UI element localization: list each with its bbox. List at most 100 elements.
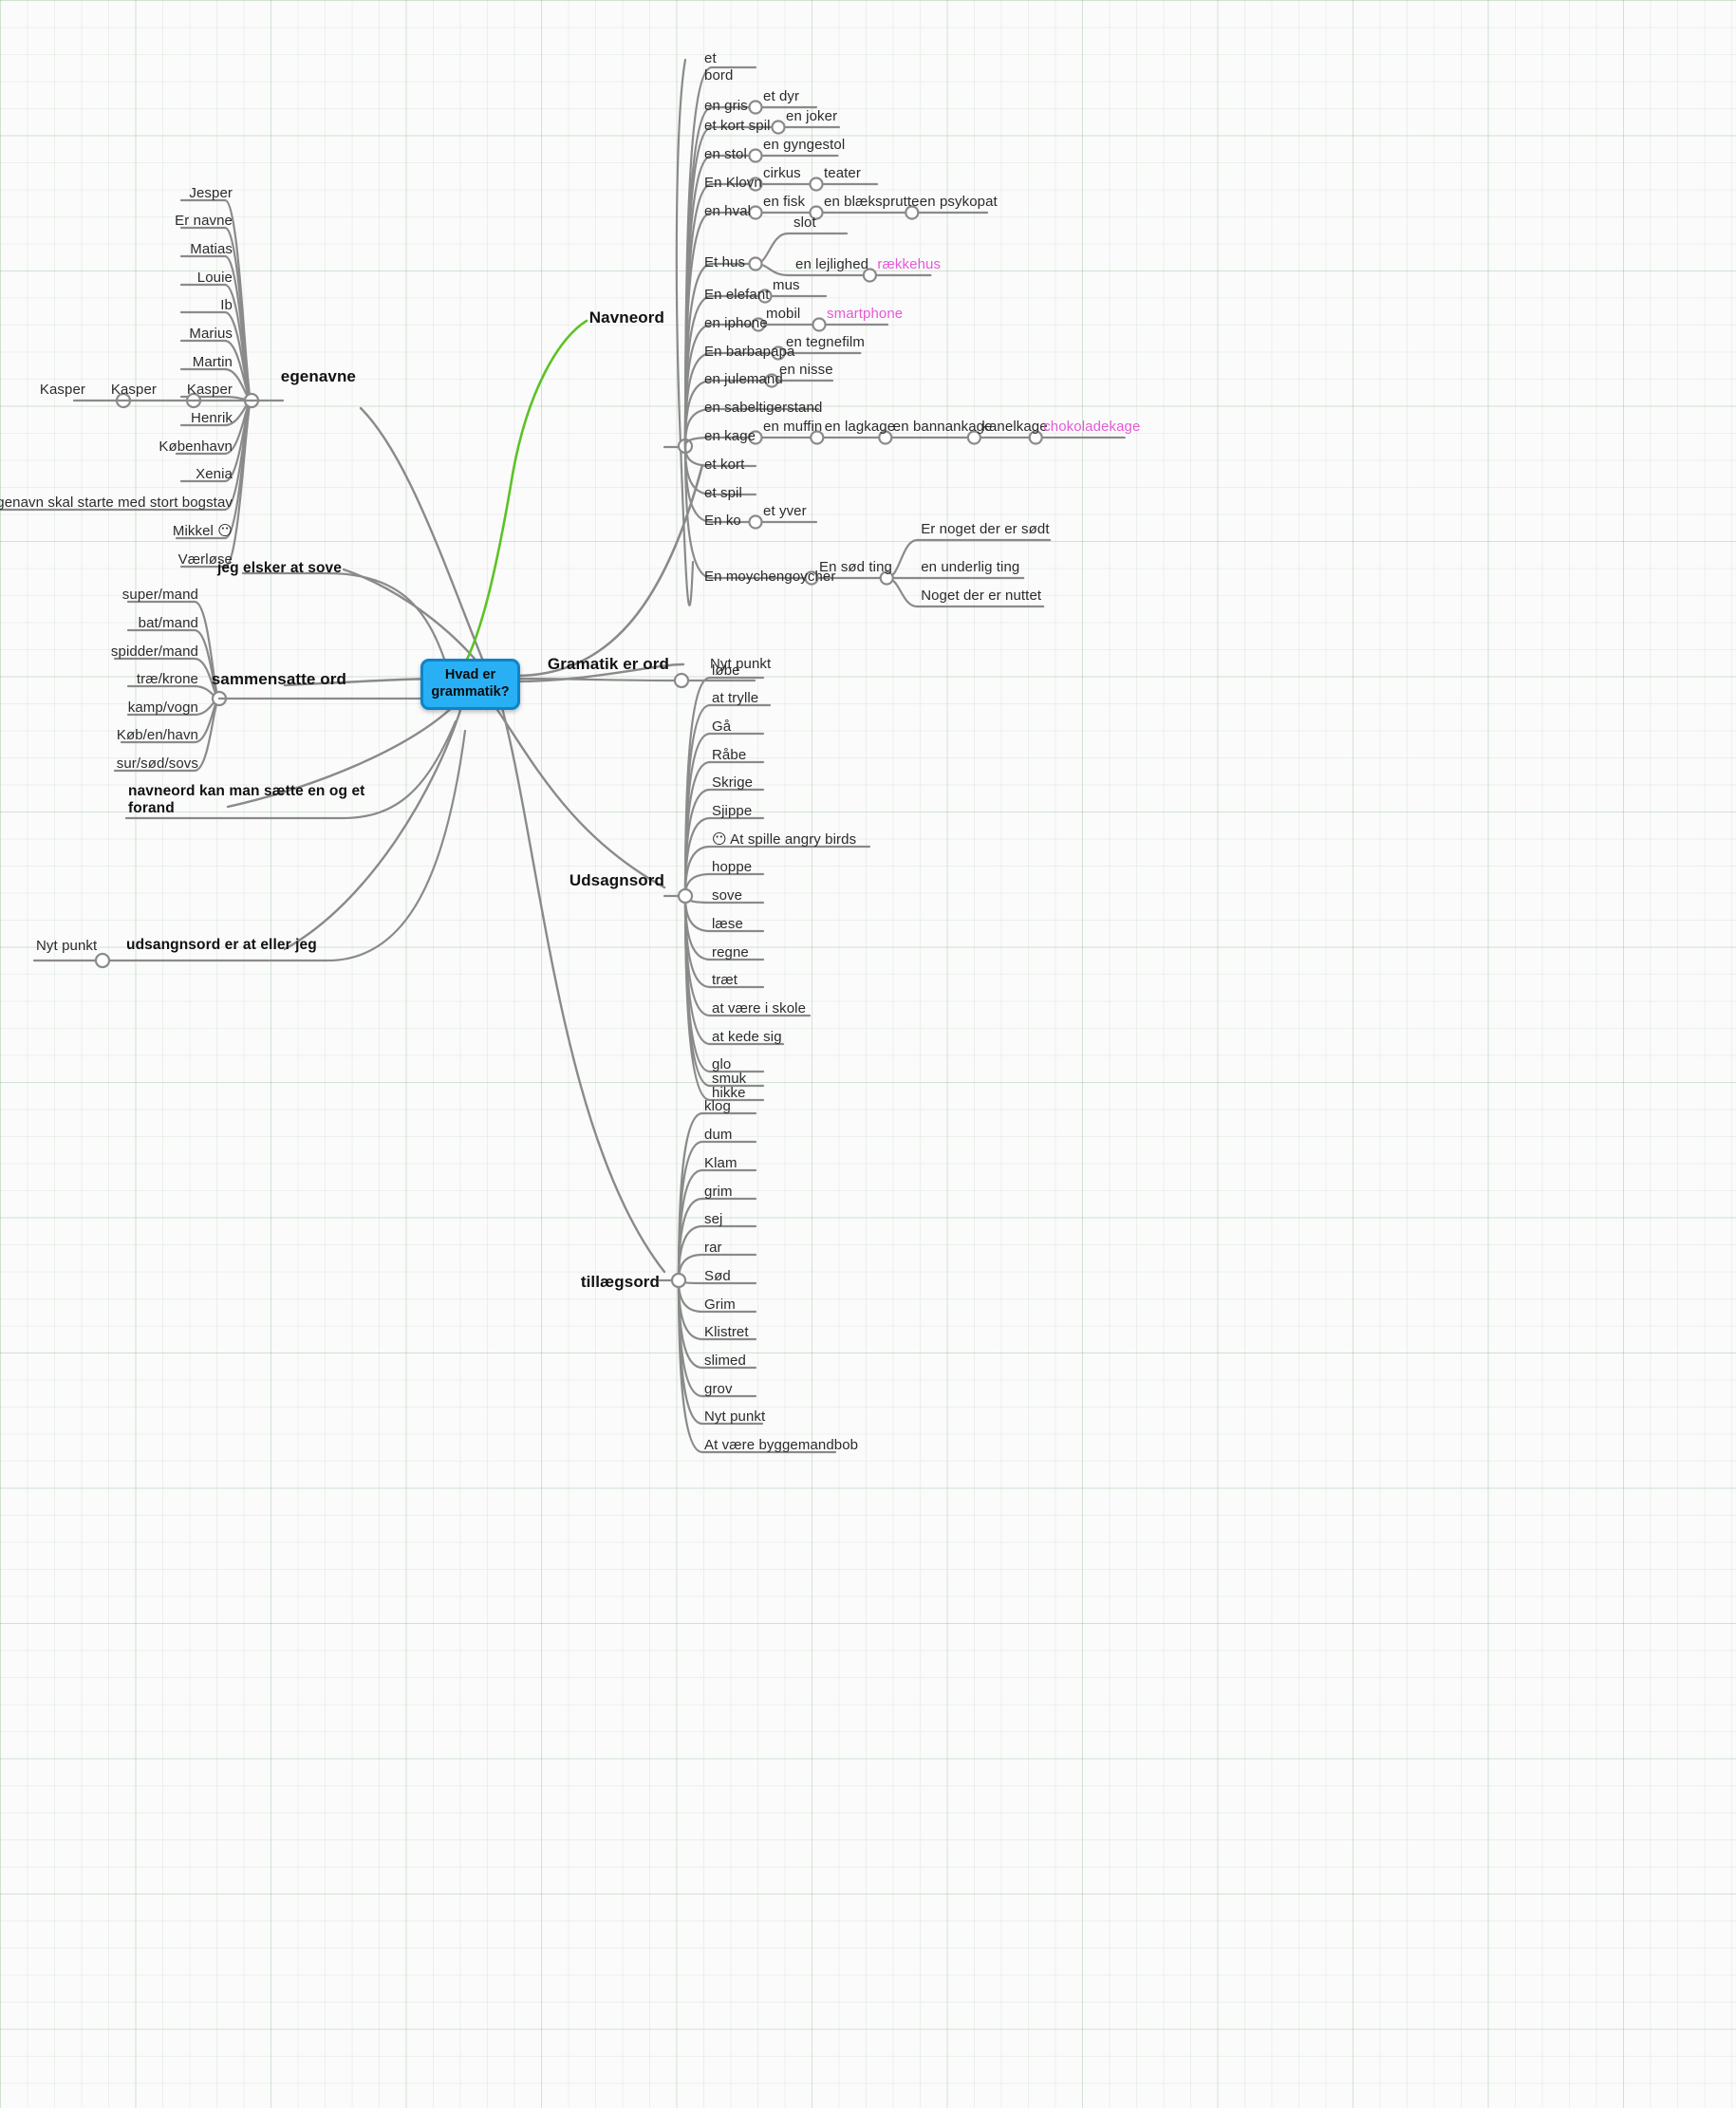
navneord-item-6-chain-1[interactable]: rækkehus: [877, 256, 942, 272]
navneord-item-16-fan-1[interactable]: en underlig ting: [921, 559, 1020, 575]
sammensatte-item-6[interactable]: sur/sød/sovs: [116, 756, 198, 772]
tillaegsord-item-6[interactable]: Sød: [704, 1268, 731, 1284]
navneord-item-4-chain-1[interactable]: teater: [824, 165, 861, 181]
navneord-item-6-fork-0[interactable]: slot: [793, 215, 816, 231]
egenavne-item-13[interactable]: Værløse: [177, 551, 233, 568]
branch-label-sammensatte-ord[interactable]: sammensatte ord: [211, 670, 346, 688]
navneord-item-5[interactable]: en hval: [704, 203, 752, 219]
gramatik-er-ord-chain-0[interactable]: Nyt punkt: [710, 656, 772, 672]
navneord-item-9-chain-0[interactable]: en tegnefilm: [786, 334, 865, 350]
navneord-item-8[interactable]: en iphone: [704, 315, 768, 331]
udsagnsord-item-5[interactable]: Sjippe: [712, 803, 753, 819]
egenavne-item-7[interactable]: Kasper: [186, 382, 233, 398]
navneord-item-7-chain-0[interactable]: mus: [773, 277, 800, 293]
tillaegsord-item-8[interactable]: Klistret: [704, 1324, 749, 1340]
navneord-item-12-chain-3[interactable]: kanelkage: [981, 419, 1048, 435]
navneord-item-16-fan-2[interactable]: Noget der er nuttet: [921, 588, 1042, 604]
navneord-item-1-chain-0[interactable]: et dyr: [763, 88, 800, 104]
udsagnsord-item-12[interactable]: at være i skole: [712, 1000, 807, 1017]
navneord-item-5-chain-0[interactable]: en fisk: [763, 194, 806, 210]
navneord-item-2[interactable]: et kort spil: [704, 118, 771, 134]
tillaegsord-item-7[interactable]: Grim: [704, 1297, 736, 1313]
sammensatte-item-1[interactable]: bat/mand: [138, 615, 198, 631]
tillaegsord-item-4[interactable]: sej: [704, 1211, 723, 1227]
navneord-item-8-chain-1[interactable]: smartphone: [827, 306, 904, 322]
navneord-item-13[interactable]: et kort: [704, 457, 745, 473]
navneord-item-8-chain-0[interactable]: mobil: [766, 306, 801, 322]
branch-label-navneord[interactable]: Navneord: [588, 308, 664, 326]
udsagnsord-item-3[interactable]: Råbe: [712, 747, 747, 763]
sammensatte-item-4[interactable]: kamp/vogn: [127, 700, 198, 716]
navneord-item-10-chain-0[interactable]: en nisse: [779, 362, 833, 378]
branch-label-navneord-rule[interactable]: navneord kan man sætte en og et forand: [128, 783, 365, 817]
branch-label-jeg-elsker-at-sove[interactable]: jeg elsker at sove: [216, 560, 342, 576]
tillaegsord-item-9[interactable]: slimed: [704, 1352, 746, 1369]
navneord-item-4[interactable]: En Klovn: [704, 175, 762, 191]
egenavne-item-4[interactable]: Ib: [220, 297, 233, 313]
sammensatte-item-5[interactable]: Køb/en/havn: [116, 727, 198, 743]
navneord-item-9[interactable]: En barbapapa: [704, 344, 795, 360]
sammensatte-item-0[interactable]: super/mand: [121, 587, 198, 603]
tillaegsord-item-3[interactable]: grim: [704, 1184, 733, 1200]
sammensatte-item-3[interactable]: træ/krone: [136, 671, 198, 687]
tillaegsord-item-5[interactable]: rar: [704, 1240, 722, 1256]
tillaegsord-item-1[interactable]: dum: [704, 1127, 733, 1143]
egenavne-item-9[interactable]: København: [159, 438, 233, 455]
udsagnsord-item-13[interactable]: at kede sig: [712, 1029, 782, 1045]
egenavne-item-10[interactable]: Xenia: [196, 466, 233, 482]
udsagnsord-item-10[interactable]: regne: [712, 944, 749, 961]
navneord-item-6-chain-0[interactable]: en lejlighed: [795, 256, 869, 272]
branch-label-gramatik-er-ord[interactable]: Gramatik er ord: [547, 655, 669, 673]
egenavne-item-2[interactable]: Matias: [190, 241, 233, 257]
branch-label-udsangnsord-rule[interactable]: udsangnsord er at eller jeg: [126, 937, 317, 953]
egenavne-item-7-chain-1[interactable]: Kasper: [39, 382, 85, 398]
udsagnsord-item-4[interactable]: Skrige: [712, 774, 754, 791]
navneord-item-12-chain-0[interactable]: en muffin: [763, 419, 823, 435]
egenavne-item-0[interactable]: Jesper: [189, 185, 233, 201]
branch-label-udsagnsord[interactable]: Udsagnsord: [569, 871, 664, 889]
udsagnsord-item-2[interactable]: Gå: [712, 718, 732, 735]
udsagnsord-item-11[interactable]: træt: [712, 972, 738, 988]
navneord-item-16-chain-0[interactable]: En sød ting: [819, 559, 892, 575]
udsagnsord-item-16[interactable]: hikke: [712, 1085, 746, 1101]
egenavne-item-7-chain-0[interactable]: Kasper: [110, 382, 157, 398]
navneord-item-12-chain-4[interactable]: chokoladekage: [1043, 419, 1141, 435]
root-node[interactable]: Hvad er grammatik?: [420, 659, 520, 710]
tillaegsord-item-11[interactable]: Nyt punkt: [704, 1408, 766, 1425]
navneord-item-7[interactable]: En elefant: [704, 287, 770, 303]
navneord-item-12[interactable]: en kage: [704, 428, 756, 444]
tillaegsord-item-12[interactable]: At være byggemandbob: [704, 1437, 859, 1453]
branch-label-egenavne[interactable]: egenavne: [280, 367, 356, 385]
navneord-item-3-chain-0[interactable]: en gyngestol: [763, 137, 846, 153]
udsagnsord-item-6[interactable]: 😶 At spille angry birds: [712, 831, 857, 848]
navneord-item-12-chain-1[interactable]: en lagkage: [824, 419, 896, 435]
udsagnsord-item-0[interactable]: løbe: [712, 662, 740, 679]
tillaegsord-item-10[interactable]: grov: [704, 1381, 733, 1397]
navneord-item-11[interactable]: en sabeltigerstand: [704, 400, 823, 416]
navneord-item-0[interactable]: et bord: [704, 50, 734, 84]
navneord-item-6[interactable]: Et hus: [704, 254, 746, 270]
navneord-item-4-chain-0[interactable]: cirkus: [763, 165, 801, 181]
udsangnsord-rule-chain-0[interactable]: Nyt punkt: [36, 938, 98, 954]
navneord-item-10[interactable]: en julemand: [704, 371, 783, 387]
navneord-item-2-chain-0[interactable]: en joker: [786, 108, 838, 124]
udsagnsord-item-7[interactable]: hoppe: [712, 859, 753, 875]
navneord-item-16-fan-0[interactable]: Er noget der er sødt: [921, 521, 1050, 537]
egenavne-item-11[interactable]: et egenavn skal starte med stort bogstav: [0, 494, 233, 511]
egenavne-item-8[interactable]: Henrik: [191, 410, 233, 426]
udsagnsord-item-9[interactable]: læse: [712, 916, 743, 932]
udsagnsord-item-1[interactable]: at trylle: [712, 690, 759, 706]
navneord-item-5-chain-2[interactable]: en psykopat: [919, 194, 998, 210]
udsagnsord-item-14[interactable]: glo: [712, 1056, 732, 1073]
navneord-item-14[interactable]: et spil: [704, 485, 742, 501]
tillaegsord-item-0[interactable]: klog: [704, 1098, 731, 1114]
egenavne-item-5[interactable]: Marius: [189, 326, 233, 342]
egenavne-item-1[interactable]: Er navne: [175, 213, 233, 229]
navneord-item-15[interactable]: En ko: [704, 513, 741, 529]
sammensatte-item-2[interactable]: spidder/mand: [110, 644, 198, 660]
navneord-item-5-chain-1[interactable]: en blæksprutte: [824, 194, 920, 210]
navneord-item-15-chain-0[interactable]: et yver: [763, 503, 807, 519]
egenavne-item-6[interactable]: Martin: [192, 354, 233, 370]
navneord-item-16[interactable]: En moychengoycher: [704, 569, 836, 585]
egenavne-item-3[interactable]: Louie: [196, 270, 233, 286]
